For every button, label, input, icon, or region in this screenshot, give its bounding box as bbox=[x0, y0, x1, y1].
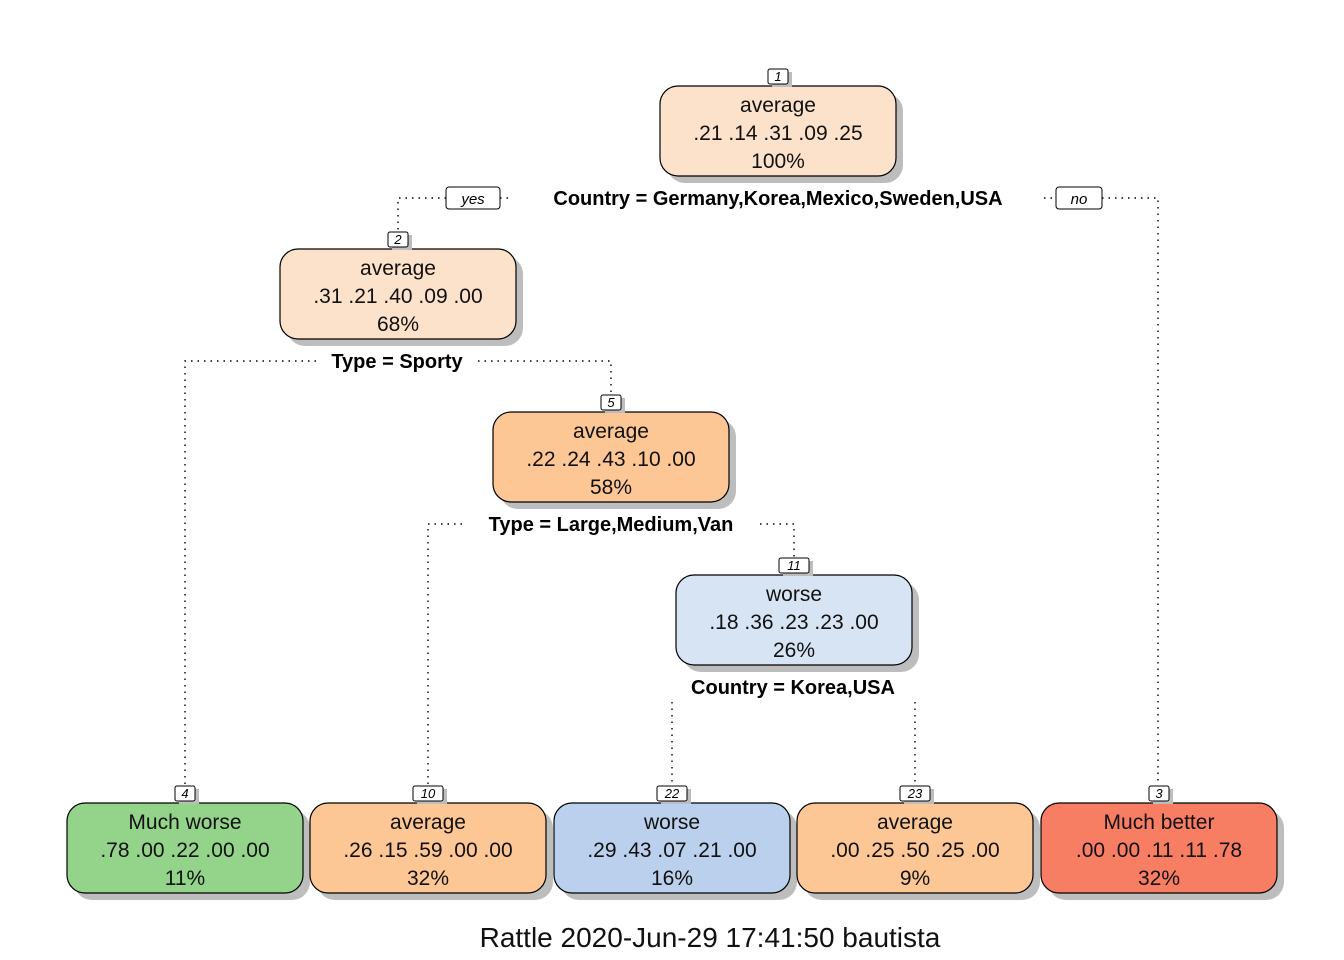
edge-2-4 bbox=[184, 360, 316, 786]
node-percent: 32% bbox=[407, 867, 449, 890]
tree-node-10: 10 average .26 .15 .59 .00 .00 32% bbox=[309, 785, 553, 900]
node-percent: 16% bbox=[651, 867, 693, 890]
node-index: 11 bbox=[787, 558, 801, 573]
node-percent: 11% bbox=[165, 867, 205, 890]
node-index: 4 bbox=[181, 786, 188, 801]
node-class-probabilities: .31 .21 .40 .09 .00 bbox=[313, 285, 482, 308]
node-index-box bbox=[412, 785, 444, 802]
node-index: 5 bbox=[607, 395, 615, 410]
tree-node-5: 5 average .22 .24 .43 .10 .00 58% bbox=[492, 394, 736, 509]
node-class-label: average bbox=[573, 420, 649, 443]
edge-5-10 bbox=[427, 523, 462, 786]
node-index: 2 bbox=[393, 232, 402, 247]
node-class-label: worse bbox=[765, 583, 822, 606]
node-index-box bbox=[387, 231, 409, 248]
tree-node-2: 2 average .31 .21 .40 .09 .00 68% bbox=[279, 231, 523, 346]
nodes: 1 average .21 .14 .31 .09 .25 100% 2 average.… bbox=[66, 68, 1284, 900]
split-label-node-5: Type = Large,Medium,Van bbox=[489, 514, 734, 536]
node-class-probabilities: .22 .24 .43 .10 .00 bbox=[526, 448, 695, 471]
edge-label-no: no bbox=[1055, 186, 1103, 210]
node-class-probabilities: .00 .00 .11 .11 .78 bbox=[1076, 839, 1242, 862]
node-index: 23 bbox=[907, 786, 923, 801]
footer-caption: Rattle 2020-Jun-29 17:41:50 bautista bbox=[480, 922, 941, 953]
node-index: 3 bbox=[1155, 786, 1163, 801]
node-class-label: worse bbox=[643, 811, 700, 834]
edges bbox=[184, 197, 1159, 786]
node-class-label: Much better bbox=[1104, 811, 1215, 834]
node-class-label: average bbox=[390, 811, 466, 834]
node-class-probabilities: .26 .15 .59 .00 .00 bbox=[343, 839, 512, 862]
node-index: 10 bbox=[421, 786, 436, 801]
node-percent: 100% bbox=[751, 150, 805, 173]
edge-5-11 bbox=[760, 523, 795, 558]
node-percent: 26% bbox=[773, 639, 815, 662]
edge-2-5 bbox=[478, 360, 612, 395]
node-class-probabilities: .21 .14 .31 .09 .25 bbox=[693, 122, 862, 145]
node-class-label: Much worse bbox=[128, 811, 241, 834]
split-label-root: Country = Germany,Korea,Mexico,Sweden,US… bbox=[553, 188, 1002, 210]
split-labels: Country = Germany,Korea,Mexico,Sweden,US… bbox=[331, 188, 1002, 699]
node-class-probabilities: .29 .43 .07 .21 .00 bbox=[587, 839, 756, 862]
node-index: 1 bbox=[774, 69, 781, 84]
tree-node-11: 11 worse .18 .36 .23 .23 .00 26% bbox=[675, 557, 919, 672]
node-percent: 58% bbox=[590, 476, 632, 499]
edge-1-3 bbox=[1102, 197, 1159, 786]
edge-label-yes: yes bbox=[445, 186, 501, 210]
tree-node-22: 22 worse .29 .43 .07 .21 .00 16% bbox=[553, 785, 797, 900]
split-label-node-11: Country = Korea,USA bbox=[691, 677, 895, 699]
node-index-box bbox=[174, 785, 196, 802]
edge-label-no-text: no bbox=[1071, 191, 1088, 208]
node-class-probabilities: .18 .36 .23 .23 .00 bbox=[709, 611, 878, 634]
node-percent: 68% bbox=[377, 313, 419, 336]
node-class-probabilities: .00 .25 .50 .25 .00 bbox=[830, 839, 999, 862]
edge-label-yes-text: yes bbox=[460, 191, 485, 208]
node-percent: 9% bbox=[900, 867, 930, 890]
node-percent: 32% bbox=[1138, 867, 1180, 890]
tree-node-1: 1 average .21 .14 .31 .09 .25 100% bbox=[659, 68, 903, 183]
node-index-box bbox=[1148, 785, 1170, 802]
node-index: 22 bbox=[664, 786, 680, 801]
node-index-box bbox=[767, 68, 789, 85]
tree-node-23: 23 average .00 .25 .50 .25 .00 9% bbox=[796, 785, 1040, 900]
node-class-label: average bbox=[360, 257, 436, 280]
node-index-box bbox=[656, 785, 688, 802]
node-index-box bbox=[778, 557, 810, 574]
node-index-box bbox=[600, 394, 622, 411]
edge-1-2 bbox=[397, 197, 446, 232]
node-index-box bbox=[899, 785, 931, 802]
node-class-label: average bbox=[877, 811, 953, 834]
node-class-probabilities: .78 .00 .22 .00 .00 bbox=[100, 839, 269, 862]
split-label-node-2: Type = Sporty bbox=[331, 351, 463, 373]
node-class-label: average bbox=[740, 94, 816, 117]
